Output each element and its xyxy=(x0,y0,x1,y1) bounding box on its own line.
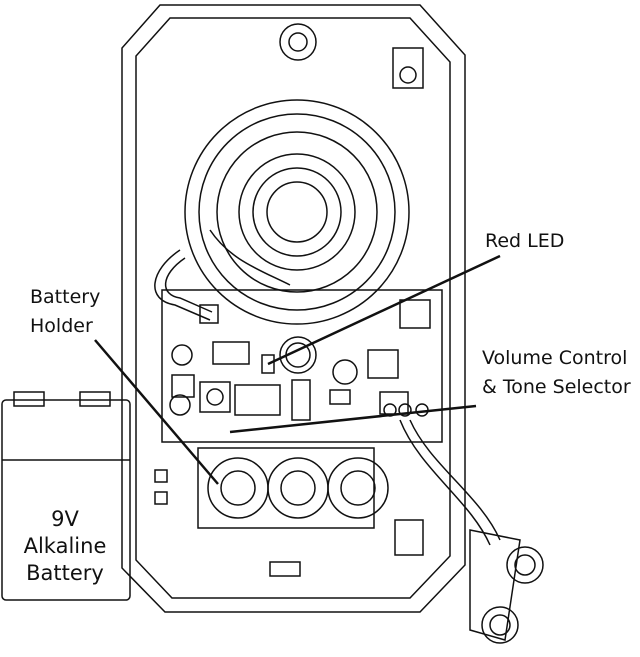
circuit-board xyxy=(161,289,443,443)
tact-switch xyxy=(199,381,231,413)
volume-knob-assembly xyxy=(383,403,544,644)
9v-battery xyxy=(1,391,131,601)
label-red-led: Red LED xyxy=(485,230,565,252)
label-battery-holder-1: Battery xyxy=(30,286,101,308)
right-mount-post xyxy=(392,47,424,89)
red-led-leader xyxy=(267,254,501,366)
battery-holder-leader xyxy=(94,339,219,485)
red-led xyxy=(261,354,275,374)
bottom-right-tab xyxy=(394,519,424,556)
battery-voltage: 9V xyxy=(51,507,79,531)
label-volume-1: Volume Control xyxy=(482,347,628,369)
volume-leader xyxy=(229,404,477,434)
housing-inner xyxy=(135,17,451,599)
speaker xyxy=(154,99,410,325)
bottom-slot xyxy=(269,561,301,577)
battery-holder xyxy=(154,447,389,529)
battery-type-1: Alkaline xyxy=(23,534,107,558)
label-volume-2: & Tone Selector xyxy=(482,376,631,398)
label-battery-holder-2: Holder xyxy=(30,315,93,337)
housing-outer xyxy=(121,4,466,613)
battery-type-2: Battery xyxy=(26,561,104,585)
top-mount-post xyxy=(279,23,317,61)
